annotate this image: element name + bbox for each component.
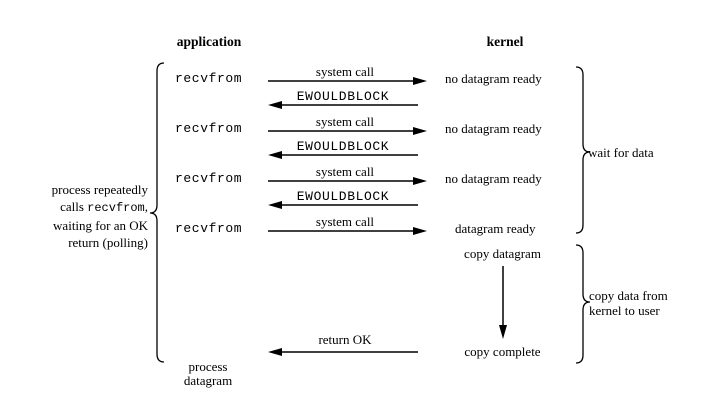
kernel-state-2: no datagram ready [445, 121, 542, 136]
kernel-state-1: no datagram ready [445, 71, 542, 86]
syscall-arrow-2 [268, 127, 427, 135]
ewouldblock-label-1: EWOULDBLOCK [296, 89, 390, 104]
ewouldblock-label-2: EWOULDBLOCK [296, 139, 390, 154]
recvfrom-call-1: recvfrom [175, 71, 243, 86]
syscall-label-4: system call [315, 214, 375, 229]
polling-note-line2: calls recvfrom, [60, 199, 148, 215]
polling-note-line1: process repeatedly [51, 182, 148, 197]
return-ok-arrow [268, 348, 418, 356]
polling-brace [149, 62, 165, 363]
ewouldblock-label-3: EWOULDBLOCK [296, 189, 390, 204]
recvfrom-inline-code: recvfrom [87, 201, 145, 215]
polling-note-line3: waiting for an OK [53, 218, 148, 233]
process-datagram-line2: datagram [183, 373, 233, 388]
ewouldblock-arrow-2 [268, 151, 418, 159]
syscall-label-2: system call [315, 114, 375, 129]
recvfrom-call-4: recvfrom [175, 221, 243, 236]
recvfrom-call-2: recvfrom [175, 121, 243, 136]
recvfrom-call-3: recvfrom [175, 171, 243, 186]
ewouldblock-arrow-1 [268, 101, 418, 109]
copy-datagram-label: copy datagram [464, 246, 541, 261]
syscall-arrow-1 [268, 77, 427, 85]
copy-data-brace [575, 244, 591, 364]
copy-data-label: copy data from kernel to user [589, 288, 668, 318]
kernel-state-3: no datagram ready [445, 171, 542, 186]
process-datagram-line1: process [188, 359, 228, 374]
syscall-label-3: system call [315, 164, 375, 179]
return-ok-label: return OK [318, 332, 372, 347]
kernel-state-4: datagram ready [455, 221, 536, 236]
copy-data-label-line1: copy data from [589, 288, 668, 303]
kernel-column-header: kernel [486, 34, 524, 49]
polling-note: process repeatedly calls recvfrom, waiti… [18, 181, 148, 251]
wait-for-data-label: wait for data [588, 145, 654, 160]
syscall-arrow-4 [268, 227, 427, 235]
syscall-arrow-3 [268, 177, 427, 185]
application-column-header: application [176, 34, 242, 49]
syscall-label-1: system call [315, 64, 375, 79]
wait-for-data-brace [575, 66, 591, 234]
process-datagram-label: process datagram [158, 360, 258, 388]
copy-complete-label: copy complete [464, 344, 541, 359]
copy-data-label-line2: kernel to user [589, 303, 660, 318]
polling-note-line4: return (polling) [68, 235, 148, 250]
ewouldblock-arrow-3 [268, 201, 418, 209]
copy-progress-arrow [499, 266, 507, 339]
